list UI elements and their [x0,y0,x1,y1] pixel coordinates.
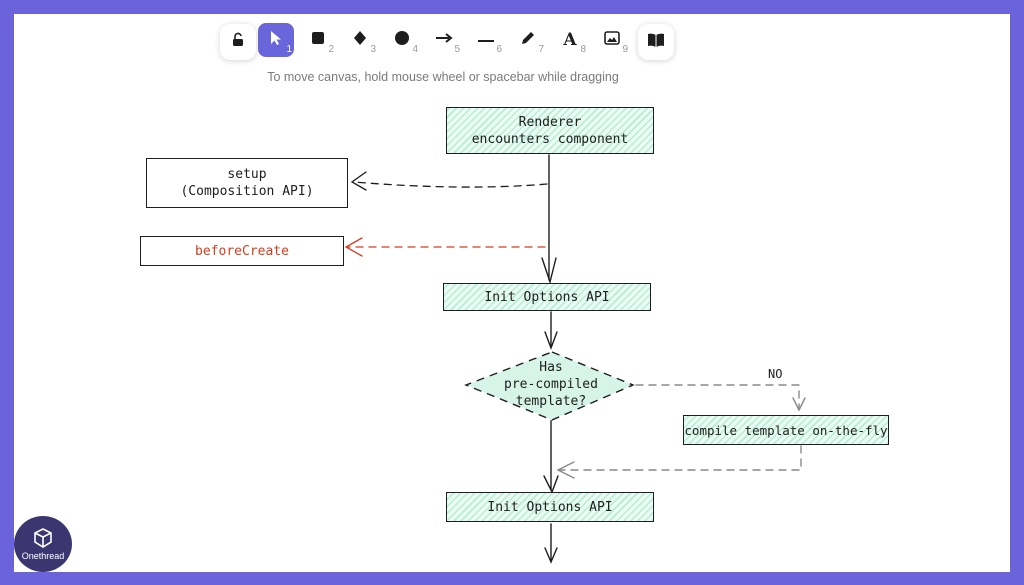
book-icon [647,32,665,53]
diamond-icon [352,30,368,51]
image-icon [604,30,620,50]
decision-diamond[interactable] [464,351,635,421]
tool-diamond[interactable]: 3 [342,23,378,57]
node-compile-template[interactable]: compile template on-the-fly [683,415,889,445]
node-init-options-2[interactable]: Init Options API [446,492,654,522]
tool-number: 9 [622,44,628,55]
text-icon: A [563,30,577,50]
tool-rectangle[interactable]: 2 [300,23,336,57]
pencil-icon [520,30,536,51]
unlock-icon [230,32,246,53]
tool-number: 8 [580,44,586,55]
tool-text[interactable]: A 8 [552,23,588,57]
circle-icon [394,30,410,51]
decision-label: Has pre-compiled template? [504,359,598,409]
onethread-logo: Onethread [14,516,72,572]
node-setup[interactable]: setup (Composition API) [146,158,348,208]
shape-toolbar: 1 2 3 4 5 6 7 A 8 [252,19,630,61]
library-button[interactable] [638,24,674,60]
canvas-hint: To move canvas, hold mouse wheel or spac… [267,70,619,84]
tool-line[interactable]: 6 [468,23,504,57]
node-before-create[interactable]: beforeCreate [140,236,344,266]
canvas[interactable]: 1 2 3 4 5 6 7 A 8 [14,14,1010,572]
connectors [344,154,806,564]
tool-number: 4 [412,44,418,55]
cursor-icon [269,30,283,51]
tool-draw[interactable]: 7 [510,23,546,57]
tool-selection[interactable]: 1 [258,23,294,57]
tool-number: 6 [496,44,502,55]
lock-button[interactable] [220,24,256,60]
tool-number: 1 [286,44,292,55]
tool-number: 3 [370,44,376,55]
logo-text: Onethread [21,551,65,561]
tool-number: 2 [328,44,334,55]
tool-arrow[interactable]: 5 [426,23,462,57]
node-renderer[interactable]: Renderer encounters component [446,107,654,154]
line-icon [477,31,495,49]
square-icon [310,30,326,51]
tool-number: 7 [538,44,544,55]
tool-image[interactable]: 9 [594,23,630,57]
cube-icon [34,528,52,548]
arrow-icon [435,31,453,49]
tool-number: 5 [454,44,460,55]
no-label: NO [768,367,783,381]
tool-ellipse[interactable]: 4 [384,23,420,57]
node-init-options-1[interactable]: Init Options API [443,283,651,311]
